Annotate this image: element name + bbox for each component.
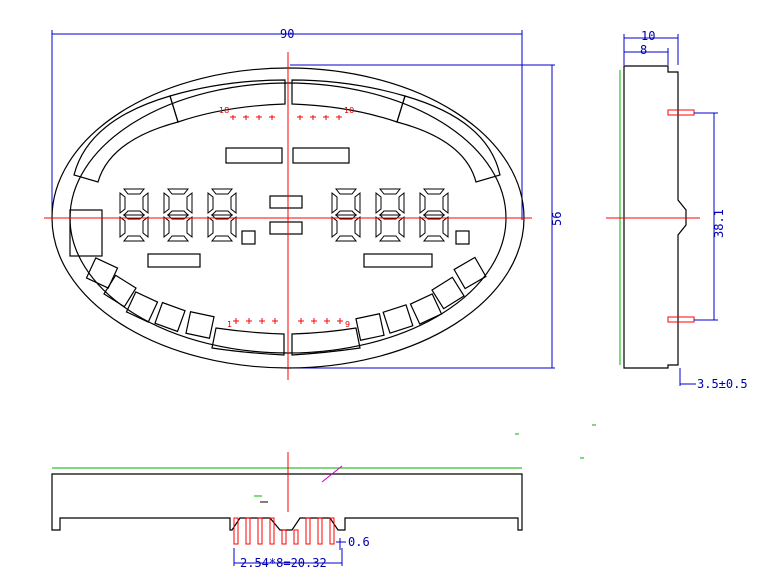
depth-inner-dimension-label: 8 [640, 43, 647, 57]
top-arc-segment-right [396, 95, 501, 183]
pin-label-18: 18 [219, 106, 229, 115]
top-pin-marks [230, 115, 342, 120]
pin-row-spacing-label: 38.1 [712, 209, 726, 238]
digit-group-left [119, 188, 256, 245]
pin-pitch-label: 2.54*8=20.32 [240, 556, 327, 570]
side-body-outline [623, 65, 687, 369]
width-dimension-label: 90 [280, 27, 294, 41]
left-square-indicator [69, 209, 103, 257]
side-pin-top [667, 109, 695, 116]
bottom-arc-bar-right [291, 327, 361, 356]
bottom-pin-marks [233, 318, 343, 324]
bottom-square-segments-right [355, 256, 487, 341]
center-colon-top [269, 195, 303, 209]
bottom-view: 2.54*8=20.32 0.6 [51, 452, 523, 570]
pin-length-label: 3.5±0.5 [697, 377, 748, 391]
height-dimension-label: 56 [550, 212, 564, 226]
pin-label-10: 10 [344, 106, 354, 115]
side-view: 10 8 38.1 3.5±0.5 [606, 29, 748, 391]
bottom-square-segments-left [85, 257, 215, 339]
pin-width-label: 0.6 [348, 535, 370, 549]
top-arc-segment-right-2 [291, 79, 406, 123]
depth-outer-dimension-label: 10 [641, 29, 655, 43]
side-pin-bottom [667, 316, 695, 323]
bar-segment-top-right [292, 147, 350, 164]
digit-group-right [331, 188, 470, 245]
bar-segment-left [147, 253, 201, 268]
front-view: 90 56 18 10 [44, 27, 564, 380]
bottom-arc-bar-left [211, 327, 285, 356]
pin-label-9: 9 [345, 320, 350, 329]
top-arc-segment-left-2 [169, 79, 286, 123]
center-colon-bottom [269, 221, 303, 235]
pin-label-1: 1 [227, 320, 232, 329]
bar-segment-right [363, 253, 433, 268]
bottom-pins [233, 517, 335, 545]
bar-segment-top-left [225, 147, 283, 164]
bottom-body-outline [51, 473, 523, 531]
